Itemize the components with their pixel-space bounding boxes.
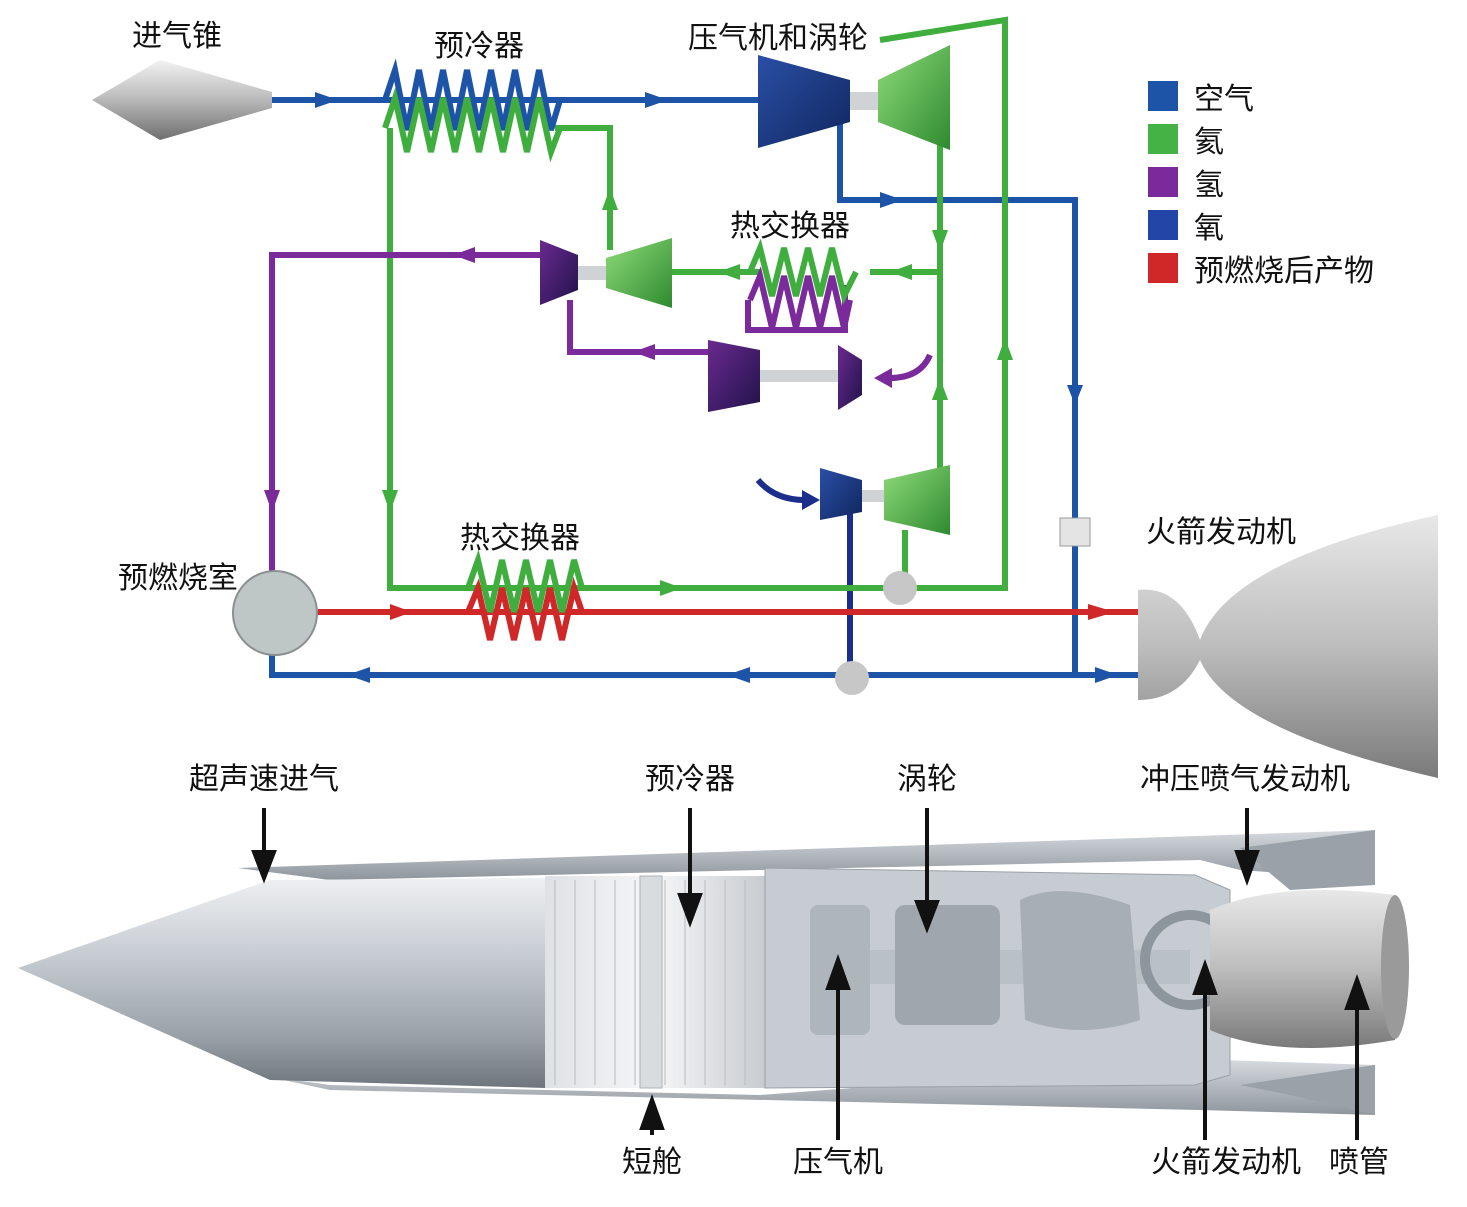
label-nacelle: 短舱 xyxy=(622,1145,682,1180)
legend-label-oxygen: 氧 xyxy=(1194,210,1224,246)
helium-arrows xyxy=(382,188,1013,596)
top-schematic xyxy=(92,16,1438,778)
label-supersonic-intake: 超声速进气 xyxy=(189,762,339,797)
pointer-arrows xyxy=(251,808,1370,1140)
nacelle-top xyxy=(238,830,1375,880)
hydrogen-lines xyxy=(269,252,848,572)
precooler-coil xyxy=(382,58,563,163)
label-nozzle: 喷管 xyxy=(1329,1145,1389,1180)
red-arrow xyxy=(1088,604,1115,620)
label-compressor-turbine: 压气机和涡轮 xyxy=(688,21,868,56)
main-compressor-turbine xyxy=(758,45,950,150)
oxygen-pump-helium-turbine xyxy=(820,465,950,535)
legend-item-helium: 氦 xyxy=(1148,117,1374,160)
nozzle-bell xyxy=(1210,890,1395,1048)
red-arrow xyxy=(390,604,412,620)
oxygen-inlet-curve xyxy=(755,477,806,503)
label-rocket-engine-top: 火箭发动机 xyxy=(1146,515,1296,550)
hydrogen-turbine-pair xyxy=(708,340,862,412)
rocket-engine-bell xyxy=(1138,515,1438,778)
swatch-preburner-products xyxy=(1148,252,1178,283)
helium-node xyxy=(883,571,917,605)
ramjet-upper xyxy=(1240,830,1375,890)
legend-item-oxygen: 氧 xyxy=(1148,203,1374,246)
label-intake-cone: 进气锥 xyxy=(132,19,222,54)
label-rocket-engine-bottom: 火箭发动机 xyxy=(1151,1145,1301,1180)
ramjet-lower xyxy=(1240,1065,1375,1115)
precooler-tubes xyxy=(554,880,746,1085)
swatch-oxygen xyxy=(1148,209,1178,240)
label-compressor: 压气机 xyxy=(793,1145,883,1180)
intake-spike xyxy=(18,878,545,1088)
label-preburner: 预燃烧室 xyxy=(118,561,238,596)
bottom-cutaway xyxy=(18,808,1409,1140)
air-arrows xyxy=(315,92,1118,683)
intake-cone xyxy=(92,60,272,140)
lower-heat-exchanger xyxy=(465,549,585,641)
label-heat-exchanger-lower: 热交换器 xyxy=(460,521,580,556)
legend-item-hydrogen: 氢 xyxy=(1148,160,1374,203)
label-ramjet: 冲压喷气发动机 xyxy=(1140,762,1350,797)
piping xyxy=(1020,891,1140,1030)
hydrogen-arrows xyxy=(264,247,655,512)
label-precooler-bottom: 预冷器 xyxy=(645,762,735,797)
swatch-air xyxy=(1148,80,1178,111)
legend: 空气 氦 氢 氧 预燃烧后产物 xyxy=(1148,74,1374,289)
precooler-ring xyxy=(639,875,663,1089)
nozzle-exit xyxy=(1381,895,1409,1039)
oxygen-node xyxy=(835,661,869,695)
hydrogen-inlet-curve xyxy=(889,353,933,381)
legend-item-air: 空气 xyxy=(1148,74,1374,117)
legend-label-helium: 氦 xyxy=(1194,124,1224,160)
legend-label-hydrogen: 氢 xyxy=(1194,167,1224,203)
preburner-circle xyxy=(232,570,318,656)
turbine-block xyxy=(895,905,1000,1025)
hydrogen-inlet-arrow xyxy=(874,368,892,388)
swatch-helium xyxy=(1148,123,1178,154)
legend-label-preburner-products: 预燃烧后产物 xyxy=(1194,253,1374,289)
swatch-hydrogen xyxy=(1148,166,1178,197)
oxygen-inlet-arrow xyxy=(802,490,820,510)
label-turbine: 涡轮 xyxy=(897,762,957,797)
helium-turbine-hydrogen-pump xyxy=(540,238,672,308)
label-heat-exchanger-upper: 热交换器 xyxy=(730,209,850,244)
label-precooler-top: 预冷器 xyxy=(434,29,524,64)
legend-item-preburner-products: 预燃烧后产物 xyxy=(1148,246,1374,289)
valve-box xyxy=(1059,517,1091,547)
upper-heat-exchanger xyxy=(747,238,859,329)
legend-label-air: 空气 xyxy=(1194,81,1254,117)
